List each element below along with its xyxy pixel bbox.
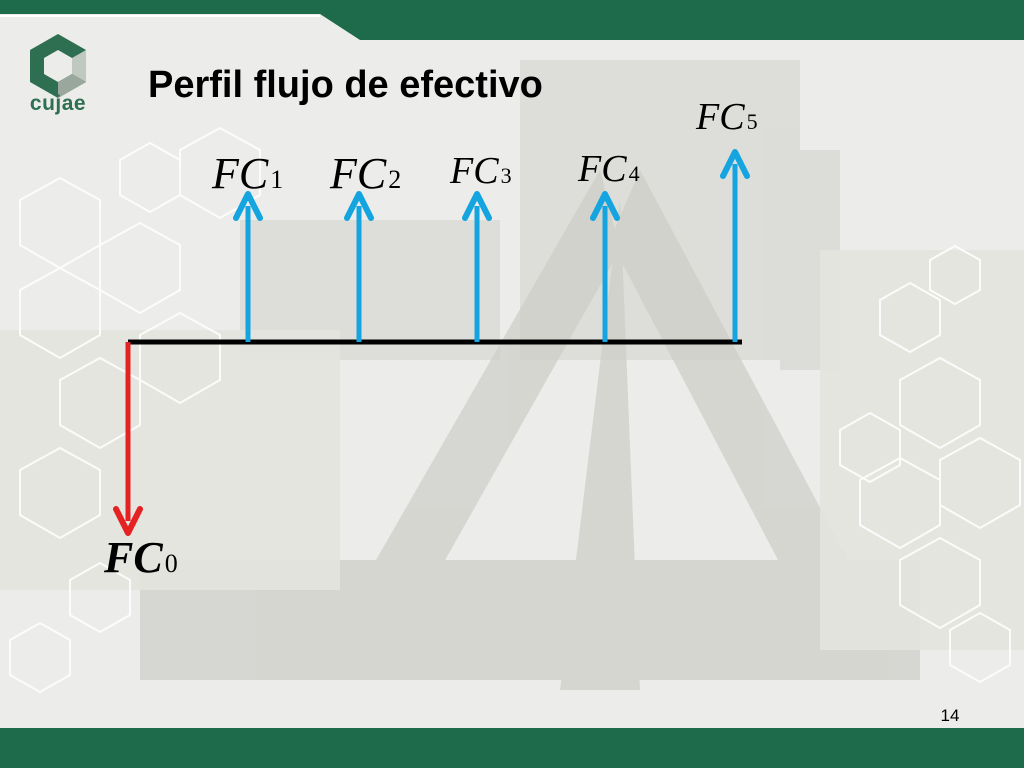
bottom-band [0, 728, 1024, 768]
cash-flow-label-2: FC2 [330, 152, 401, 196]
cash-flow-label-1: FC1 [212, 152, 283, 196]
cash-flow-label-3-sub: 3 [500, 163, 512, 188]
cash-flow-label-3-base: FC [450, 150, 499, 192]
cujae-logo [30, 34, 86, 98]
cujae-logo-text: cujae [29, 92, 87, 115]
page-title: Perfil flujo de efectivo [148, 64, 543, 106]
cash-flow-label-5-sub: 5 [746, 109, 758, 134]
cash-flow-label-2-sub: 2 [388, 165, 402, 194]
cash-flow-label-4: FC4 [578, 150, 640, 188]
cash-flow-label-0-base: FC [104, 533, 163, 582]
cash-flow-label-3: FC3 [450, 152, 512, 190]
cash-flow-label-4-base: FC [578, 148, 627, 190]
top-band [0, 0, 1024, 40]
cash-flow-label-5-base: FC [696, 96, 745, 138]
cash-flow-label-2-base: FC [330, 149, 387, 198]
cash-flow-label-0-sub: 0 [164, 549, 178, 578]
page-number: 14 [940, 706, 960, 725]
cash-flow-label-1-base: FC [212, 149, 269, 198]
cash-flow-label-0: FC0 [104, 536, 178, 580]
cash-flow-label-4-sub: 4 [628, 161, 640, 186]
cash-flow-label-5: FC5 [696, 98, 758, 136]
cash-flow-label-1-sub: 1 [270, 165, 284, 194]
